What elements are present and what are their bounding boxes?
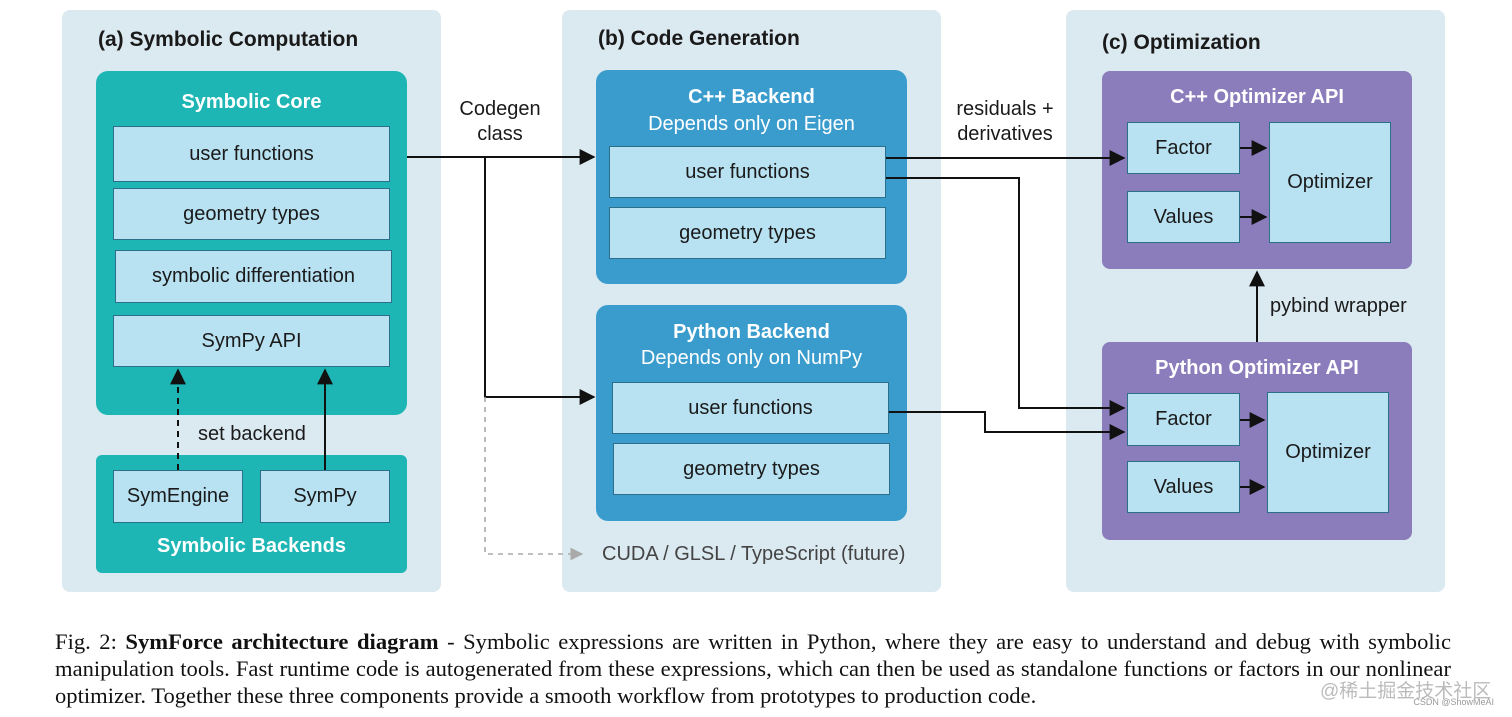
cpp-backend-title: C++ Backend xyxy=(688,86,815,108)
cpp-factor: Factor xyxy=(1127,122,1240,174)
python-geometry-types: geometry types xyxy=(613,443,890,495)
residuals-label-line1: residuals + xyxy=(956,98,1054,120)
core-symbolic-differentiation: symbolic differentiation xyxy=(115,250,392,303)
future-targets-label: CUDA / GLSL / TypeScript (future) xyxy=(602,543,906,565)
core-geometry-types: geometry types xyxy=(113,188,390,240)
python-values: Values xyxy=(1127,461,1240,513)
arrow-core-to-future xyxy=(484,397,584,561)
panel-a-title: (a) Symbolic Computation xyxy=(98,28,359,51)
cpp-values: Values xyxy=(1127,191,1240,243)
python-backend-title: Python Backend xyxy=(673,321,830,343)
symbolic-backends-title: Symbolic Backends xyxy=(157,535,346,557)
cpp-optimizer-title: C++ Optimizer API xyxy=(1170,86,1344,108)
arrow-python-to-python-factor xyxy=(889,411,1126,440)
residuals-derivatives-label: residuals + derivatives xyxy=(945,97,1065,147)
codegen-label-line2: class xyxy=(477,123,523,145)
figure-caption: Fig. 2: SymForce architecture diagram - … xyxy=(55,628,1451,709)
arrow-cpp-to-python-factor xyxy=(886,177,1126,416)
cpp-user-functions: user functions xyxy=(609,146,886,198)
watermark-corner: CSDN @ShowMeAI xyxy=(1413,697,1494,707)
codegen-label-line1: Codegen xyxy=(459,98,541,120)
residuals-label-line2: derivatives xyxy=(957,123,1053,145)
caption-prefix: Fig. 2: xyxy=(55,629,126,654)
codegen-class-label: Codegen class xyxy=(452,97,548,147)
caption-bold: SymForce architecture diagram xyxy=(125,629,439,654)
watermark-overlay: @稀土掘金技术社区 xyxy=(1320,681,1492,702)
backend-symengine: SymEngine xyxy=(113,470,243,523)
python-user-functions: user functions xyxy=(612,382,889,434)
core-user-functions: user functions xyxy=(113,126,390,182)
cpp-optimizer: Optimizer xyxy=(1269,122,1391,243)
python-optimizer: Optimizer xyxy=(1267,392,1389,513)
core-sympy-api: SymPy API xyxy=(113,315,390,367)
cpp-backend-subtitle: Depends only on Eigen xyxy=(648,113,855,135)
panel-c-title: (c) Optimization xyxy=(1102,31,1261,54)
python-backend-subtitle: Depends only on NumPy xyxy=(640,347,863,369)
pybind-wrapper-label: pybind wrapper xyxy=(1270,295,1407,317)
python-factor: Factor xyxy=(1127,393,1240,446)
panel-b-title: (b) Code Generation xyxy=(598,27,800,50)
set-backend-label: set backend xyxy=(198,423,306,445)
backend-sympy: SymPy xyxy=(260,470,390,523)
cpp-geometry-types: geometry types xyxy=(609,207,886,259)
arrow-core-to-python-backend xyxy=(484,157,596,405)
caption-text: - Symbolic expressions are written in Py… xyxy=(55,629,1451,708)
python-optimizer-title: Python Optimizer API xyxy=(1155,357,1359,379)
symbolic-core-title: Symbolic Core xyxy=(181,91,322,113)
